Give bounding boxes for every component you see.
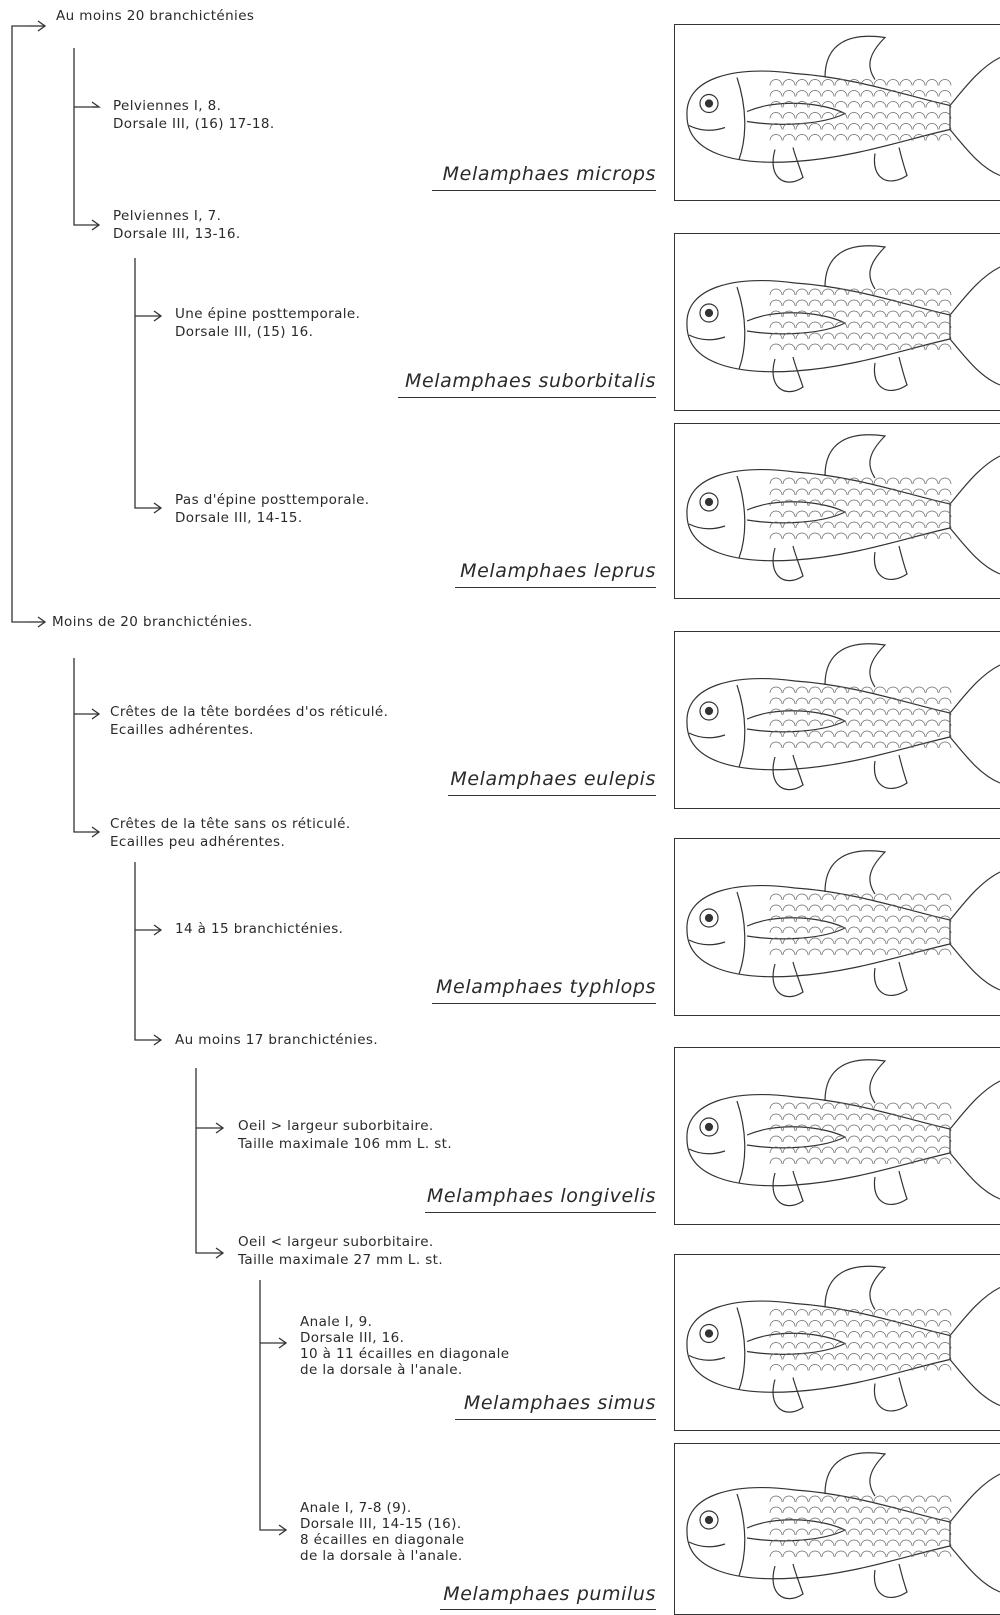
- key-couplet-longivelis-line2: Taille maximale 106 mm L. st.: [238, 1136, 452, 1153]
- species-underline-simus: [455, 1419, 656, 1420]
- bottom-branch-label: Moins de 20 branchicténies.: [52, 614, 253, 631]
- key-couplet-eulepis-line1: Crêtes de la tête bordées d'os réticulé.: [110, 704, 388, 721]
- top-branch-label: Au moins 20 branchicténies: [56, 8, 254, 25]
- key-couplet-microps-line1: Pelviennes I, 8.: [113, 98, 221, 115]
- key-couplet-pumilus-line1: Anale I, 7-8 (9).: [300, 1500, 412, 1517]
- key-couplet-leprus-line1: Pas d'épine posttemporale.: [175, 492, 370, 509]
- illustration-eulepis: [674, 631, 1000, 809]
- key-couplet-simus-line3: 10 à 11 écailles en diagonale: [300, 1346, 509, 1363]
- key-couplet-simus-line2: Dorsale III, 16.: [300, 1330, 404, 1347]
- illustration-pumilus: [674, 1443, 1000, 1615]
- key-couplet-typhlops-line1: 14 à 15 branchicténies.: [175, 921, 343, 938]
- key-couplet-microps-line2: Dorsale III, (16) 17-18.: [113, 116, 275, 133]
- illustration-microps: [674, 24, 1000, 201]
- key-couplet-simus-line1: Anale I, 9.: [300, 1314, 372, 1331]
- key-couplet-nonreticulate-line2: Ecailles peu adhérentes.: [110, 834, 285, 851]
- species-underline-eulepis: [448, 795, 656, 796]
- illustration-typhlops: [674, 838, 1000, 1016]
- species-underline-leprus: [455, 587, 656, 588]
- key-couplet-suborbitalis-line1: Une épine posttemporale.: [175, 306, 360, 323]
- species-name-typhlops: Melamphaes typhlops: [436, 976, 656, 998]
- species-name-longivelis: Melamphaes longivelis: [427, 1185, 656, 1207]
- species-name-microps: Melamphaes microps: [443, 163, 656, 185]
- illustration-leprus: [674, 423, 1000, 599]
- species-underline-microps: [432, 190, 656, 191]
- species-underline-typhlops: [432, 1003, 656, 1004]
- key-couplet-small-eye-line1: Oeil < largeur suborbitaire.: [238, 1234, 434, 1251]
- illustration-longivelis: [674, 1047, 1000, 1225]
- species-underline-pumilus: [440, 1609, 656, 1610]
- key-couplet-seven-line2: Dorsale III, 13-16.: [113, 226, 241, 243]
- key-couplet-pumilus-line4: de la dorsale à l'anale.: [300, 1548, 463, 1565]
- illustration-suborbitalis: [674, 233, 1000, 411]
- key-couplet-seven-line1: Pelviennes I, 7.: [113, 208, 221, 225]
- illustration-simus: [674, 1254, 1000, 1431]
- species-name-simus: Melamphaes simus: [464, 1392, 656, 1414]
- species-name-pumilus: Melamphaes pumilus: [443, 1583, 656, 1605]
- key-couplet-seventeen-line1: Au moins 17 branchicténies.: [175, 1032, 378, 1049]
- species-name-leprus: Melamphaes leprus: [460, 560, 656, 582]
- key-couplet-longivelis-line1: Oeil > largeur suborbitaire.: [238, 1118, 434, 1135]
- key-couplet-nonreticulate-line1: Crêtes de la tête sans os réticulé.: [110, 816, 351, 833]
- species-name-suborbitalis: Melamphaes suborbitalis: [405, 370, 656, 392]
- key-couplet-small-eye-line2: Taille maximale 27 mm L. st.: [238, 1252, 443, 1269]
- key-couplet-leprus-line2: Dorsale III, 14-15.: [175, 510, 303, 527]
- key-couplet-eulepis-line2: Ecailles adhérentes.: [110, 722, 254, 739]
- key-couplet-pumilus-line3: 8 écailles en diagonale: [300, 1532, 464, 1549]
- key-couplet-suborbitalis-line2: Dorsale III, (15) 16.: [175, 324, 313, 341]
- species-underline-longivelis: [425, 1212, 656, 1213]
- species-name-eulepis: Melamphaes eulepis: [450, 768, 656, 790]
- species-underline-suborbitalis: [398, 397, 656, 398]
- key-couplet-simus-line4: de la dorsale à l'anale.: [300, 1362, 463, 1379]
- key-couplet-pumilus-line2: Dorsale III, 14-15 (16).: [300, 1516, 462, 1533]
